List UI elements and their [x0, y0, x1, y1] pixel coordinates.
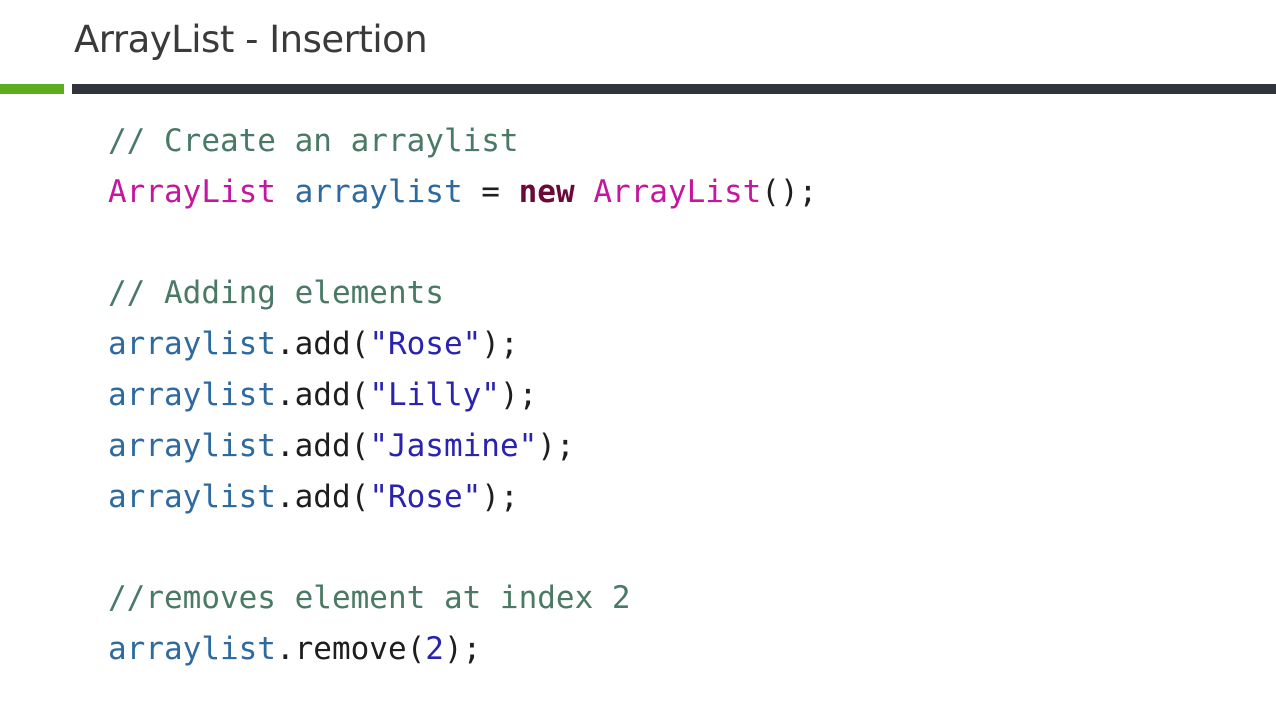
code-token-str: "Rose" — [369, 326, 482, 363]
code-token-str: "Lilly" — [369, 376, 500, 413]
code-token-str: "Rose" — [369, 478, 482, 515]
code-line: arraylist.add("Rose"); — [108, 319, 817, 370]
code-token-plain: .add( — [275, 376, 370, 413]
title-accent-bar — [0, 84, 64, 94]
code-token-type: ArrayList — [593, 173, 762, 210]
code-token-kw: new — [518, 173, 575, 210]
code-token-var: arraylist — [108, 376, 276, 413]
code-line — [108, 522, 817, 573]
code-line: arraylist.add("Jasmine"); — [108, 421, 817, 472]
code-token-plain — [575, 174, 594, 210]
code-token-plain: ); — [443, 630, 482, 667]
code-token-plain: .remove( — [275, 630, 426, 667]
code-token-plain: ); — [481, 478, 519, 515]
code-token-plain: .add( — [275, 326, 370, 363]
code-token-plain: (); — [761, 173, 818, 210]
code-line: // Create an arraylist — [108, 116, 817, 167]
code-line: arraylist.remove(2); — [108, 624, 817, 675]
code-token-plain: ); — [537, 427, 575, 464]
code-token-plain — [276, 174, 295, 210]
code-line: ArrayList arraylist = new ArrayList(); — [108, 167, 817, 218]
code-token-var: arraylist — [108, 478, 276, 515]
code-token-plain: ); — [499, 376, 538, 413]
code-token-plain: = — [462, 173, 519, 210]
code-line — [108, 218, 817, 269]
code-token-plain: .add( — [275, 427, 370, 464]
code-token-var: arraylist — [108, 630, 276, 667]
code-line: arraylist.add("Lilly"); — [108, 370, 817, 421]
code-token-cmt: // Adding elements — [108, 275, 444, 312]
code-token-cmt: // Create an arraylist — [108, 123, 519, 159]
code-line: //removes element at index 2 — [108, 573, 817, 624]
code-line: arraylist.add("Rose"); — [108, 472, 817, 523]
code-token-str: "Jasmine" — [369, 427, 538, 464]
code-token-cmt: //removes element at index 2 — [108, 580, 631, 617]
code-token-var: arraylist — [108, 427, 276, 464]
code-token-plain: ); — [481, 326, 519, 363]
title-divider-bar — [72, 84, 1276, 94]
code-token-var: arraylist — [294, 173, 463, 210]
code-line: // Adding elements — [108, 268, 817, 319]
code-token-plain: .add( — [275, 478, 370, 515]
code-token-var: arraylist — [108, 326, 276, 363]
code-token-num: 2 — [425, 630, 444, 667]
slide-title: ArrayList - Insertion — [74, 18, 428, 61]
code-token-type: ArrayList — [108, 173, 276, 210]
